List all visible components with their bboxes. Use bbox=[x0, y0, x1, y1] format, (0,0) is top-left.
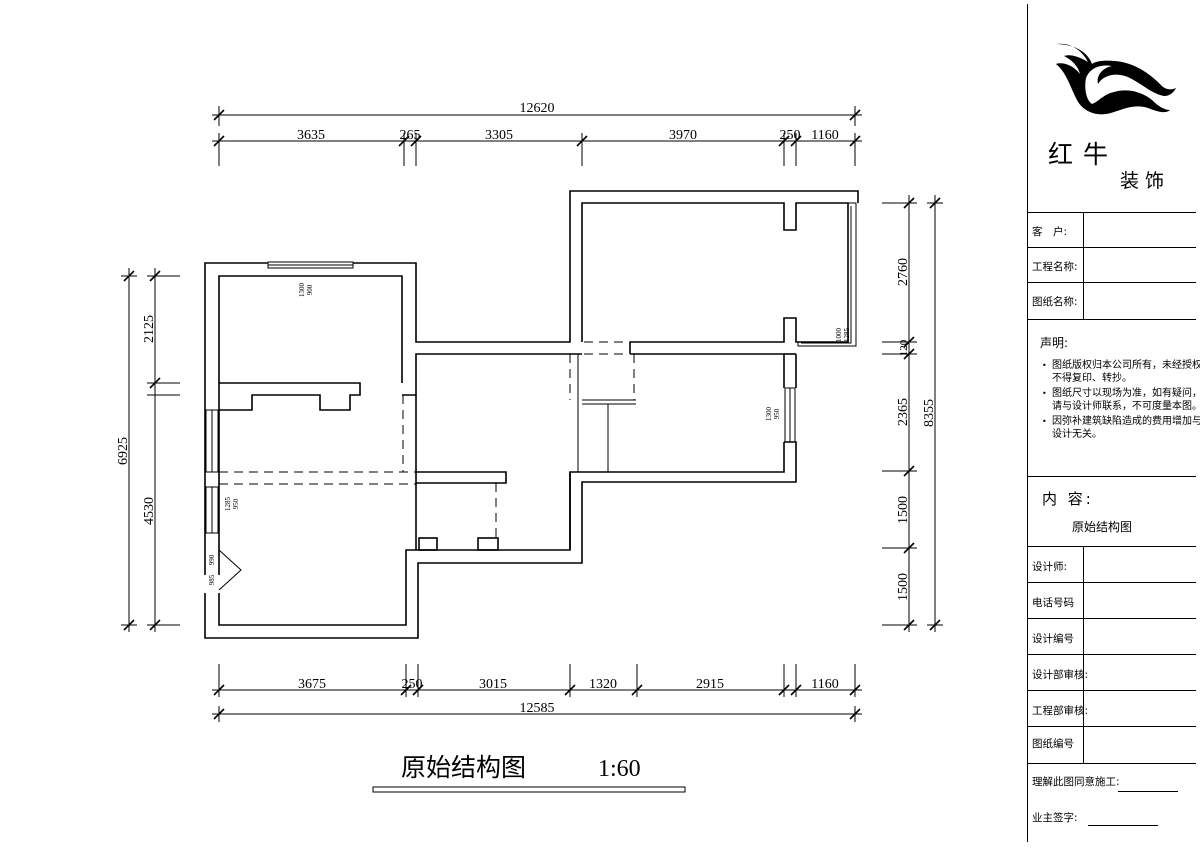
entry-door bbox=[218, 549, 242, 591]
top-dim-5: 250 bbox=[780, 128, 801, 143]
brand-name-line2: 装饰 bbox=[1120, 170, 1171, 192]
design-number-row: 设计编号 bbox=[1028, 618, 1196, 655]
top-dim-1: 3635 bbox=[297, 128, 325, 143]
owner-sign-row: 业主签字: bbox=[1028, 808, 1196, 832]
designer-divider bbox=[1083, 547, 1084, 583]
window-label-2a: 1300 bbox=[765, 407, 773, 422]
windows bbox=[205, 202, 857, 534]
drawing-number-divider bbox=[1083, 727, 1084, 763]
window-label-3b: 1285 bbox=[843, 328, 851, 343]
top-dim-2: 265 bbox=[400, 128, 421, 143]
window-label-4a: 1285 bbox=[224, 497, 232, 512]
left-dimension-lines bbox=[121, 268, 180, 632]
bull-logo-icon bbox=[1056, 43, 1176, 115]
client-divider bbox=[1083, 213, 1084, 249]
phone-label: 电话号码 bbox=[1032, 597, 1074, 609]
bottom-dimension-lines bbox=[212, 664, 862, 722]
engineering-review-divider bbox=[1083, 691, 1084, 727]
design-number-label: 设计编号 bbox=[1032, 633, 1074, 645]
title-underline bbox=[372, 786, 686, 793]
bottom-dim-2: 250 bbox=[402, 677, 423, 692]
drawing-name-row: 图纸名称: bbox=[1028, 282, 1196, 320]
design-review-row: 设计部审核: bbox=[1028, 654, 1196, 691]
right-dim-1: 2760 bbox=[896, 258, 911, 286]
title-block: 红牛 装饰 客 户: 工程名称: 图纸名称: 声明: 图纸版权归本公司所有，未经… bbox=[1027, 4, 1200, 842]
left-dim-2: 4530 bbox=[142, 497, 157, 525]
left-total-dim: 6925 bbox=[116, 437, 131, 465]
notice-item-3: 因弥补建筑缺陷造成的费用增加与设计无关。 bbox=[1042, 415, 1200, 441]
right-dim-4: 1500 bbox=[896, 496, 911, 524]
bottom-dim-6: 1160 bbox=[811, 677, 838, 692]
window-label-1b: 900 bbox=[306, 284, 314, 295]
content-row bbox=[1028, 476, 1196, 547]
drawing-name-label: 图纸名称: bbox=[1032, 296, 1078, 308]
door-label-a: 985 bbox=[208, 574, 216, 585]
drawing-title: 原始结构图 bbox=[401, 754, 526, 782]
notice-title: 声明: bbox=[1040, 336, 1069, 350]
agree-label: 理解此图同意施工: bbox=[1032, 776, 1120, 788]
client-label: 客 户: bbox=[1032, 226, 1068, 238]
bottom-total-dim: 12585 bbox=[520, 701, 555, 716]
left-dim-1: 2125 bbox=[142, 315, 157, 343]
notice-item-2: 图纸尺寸以现场为准，如有疑问，请与设计师联系，不可度量本图。 bbox=[1042, 387, 1200, 413]
right-dimension-lines bbox=[882, 195, 943, 632]
engineering-review-label: 工程部审核: bbox=[1032, 705, 1089, 717]
project-row: 工程名称: bbox=[1028, 247, 1196, 284]
window-label-1a: 1300 bbox=[298, 283, 306, 298]
content-value: 原始结构图 bbox=[1072, 520, 1133, 534]
phone-divider bbox=[1083, 583, 1084, 619]
right-dim-5: 1500 bbox=[896, 573, 911, 601]
drawing-name-divider bbox=[1083, 283, 1084, 319]
content-label: 内 容: bbox=[1042, 490, 1094, 508]
owner-sign-line bbox=[1088, 825, 1158, 826]
engineering-review-row: 工程部审核: bbox=[1028, 690, 1196, 727]
bottom-dim-5: 2915 bbox=[696, 677, 724, 692]
right-dim-2: 120 bbox=[898, 339, 910, 356]
phone-row: 电话号码 bbox=[1028, 582, 1196, 619]
drawing-scale: 1:60 bbox=[598, 756, 641, 782]
floor-plan-drawing: 12620 3635 265 3305 3970 250 1160 3675 2… bbox=[116, 101, 943, 793]
right-dim-3: 2365 bbox=[896, 398, 911, 426]
project-divider bbox=[1083, 248, 1084, 284]
design-number-divider bbox=[1083, 619, 1084, 655]
project-label: 工程名称: bbox=[1032, 261, 1078, 273]
agree-row: 理解此图同意施工: bbox=[1028, 772, 1196, 796]
window-label-2b: 950 bbox=[773, 408, 781, 419]
top-dim-6: 1160 bbox=[811, 128, 838, 143]
owner-sign-label: 业主签字: bbox=[1032, 812, 1078, 824]
door-label-b: 990 bbox=[208, 554, 216, 565]
right-total-dim: 8355 bbox=[922, 399, 937, 427]
window-label-4b: 950 bbox=[232, 498, 240, 509]
top-dimension-lines bbox=[212, 106, 862, 166]
top-dim-3: 3305 bbox=[485, 128, 513, 143]
dashed-openings bbox=[219, 341, 635, 538]
bottom-dim-4: 1320 bbox=[589, 677, 617, 692]
top-total-dim: 12620 bbox=[520, 101, 555, 116]
agree-sign-line bbox=[1118, 791, 1178, 792]
notice-item-1: 图纸版权归本公司所有，未经授权不得复印、转抄。 bbox=[1042, 359, 1200, 385]
design-review-divider bbox=[1083, 655, 1084, 691]
bottom-dim-1: 3675 bbox=[298, 677, 326, 692]
window-label-3a: 1000 bbox=[835, 328, 843, 343]
walls bbox=[204, 190, 859, 639]
drawing-number-label: 图纸编号 bbox=[1032, 738, 1074, 750]
client-row: 客 户: bbox=[1028, 212, 1196, 249]
drawing-number-row: 图纸编号 bbox=[1028, 726, 1196, 764]
bottom-dim-3: 3015 bbox=[479, 677, 507, 692]
top-dim-4: 3970 bbox=[669, 128, 697, 143]
brand-name-line1: 红牛 bbox=[1048, 140, 1119, 169]
design-review-label: 设计部审核: bbox=[1032, 669, 1089, 681]
designer-label: 设计师: bbox=[1032, 561, 1068, 573]
notice-list: 图纸版权归本公司所有，未经授权不得复印、转抄。 图纸尺寸以现场为准，如有疑问，请… bbox=[1042, 359, 1200, 443]
designer-row: 设计师: bbox=[1028, 546, 1196, 583]
